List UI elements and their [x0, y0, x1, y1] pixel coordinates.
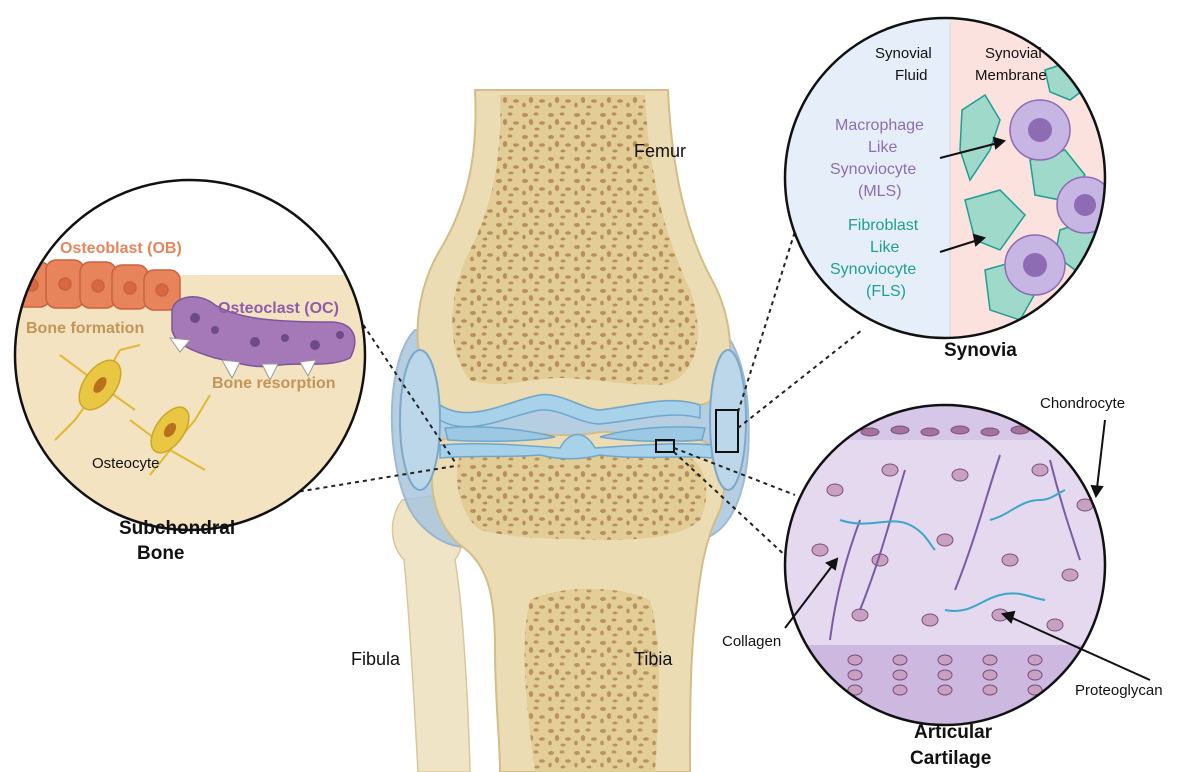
- osteoblast-label: Osteoblast (OB): [60, 240, 182, 257]
- fls-label-line1: Fibroblast: [848, 217, 919, 234]
- chondrocyte-label: Chondrocyte: [1040, 395, 1125, 412]
- articular-cartilage-inset: Chondrocyte Collagen Proteoglycan: [722, 395, 1163, 730]
- tibia-spongy-bone: [457, 450, 706, 540]
- synovial-membrane-label-line1: Synovial: [985, 45, 1042, 62]
- synovial-fluid-label-line1: Synovial: [875, 45, 932, 62]
- tibia-shaft-spongy: [525, 589, 659, 772]
- cartilage-title-line2: Cartilage: [910, 748, 991, 769]
- subchondral-title-line2: Bone: [137, 543, 185, 564]
- synovial-membrane-label-line2: Membrane: [975, 67, 1047, 84]
- synovial-fluid-region: [780, 15, 950, 345]
- subchondral-title-line1: Subchondral: [119, 518, 235, 539]
- knee-joint: [392, 90, 749, 772]
- fls-label-line4: (FLS): [866, 283, 906, 300]
- mls-label-line1: Macrophage: [835, 117, 924, 134]
- mls-label-line3: Synoviocyte: [830, 161, 916, 178]
- bone-formation-label: Bone formation: [26, 320, 144, 337]
- fls-label-line3: Synoviocyte: [830, 261, 916, 278]
- fls-label-line2: Like: [870, 239, 899, 256]
- osteoclast-label: Osteoclast (OC): [218, 300, 339, 317]
- subchondral-bone-inset: Osteoblast (OB) Osteoclast (OC) Bone for…: [10, 180, 370, 540]
- bone-resorption-label: Bone resorption: [212, 375, 336, 392]
- femur-label: Femur: [634, 141, 686, 161]
- synovia-inset: Synovial Fluid Synovial Membrane Macroph…: [780, 15, 1120, 345]
- connector-synovia-bottom: [738, 330, 862, 428]
- synovial-fluid-label-line2: Fluid: [895, 67, 928, 84]
- proteoglycan-label: Proteoglycan: [1075, 682, 1163, 699]
- osteocyte-label: Osteocyte: [92, 455, 160, 472]
- mls-label-line2: Like: [868, 139, 897, 156]
- fibula-label: Fibula: [351, 649, 401, 669]
- synovia-title: Synovia: [944, 340, 1017, 361]
- collagen-label: Collagen: [722, 633, 781, 650]
- mls-label-line4: (MLS): [858, 183, 902, 200]
- tibia-label: Tibia: [634, 649, 673, 669]
- cartilage-title-line1: Articular: [914, 722, 993, 743]
